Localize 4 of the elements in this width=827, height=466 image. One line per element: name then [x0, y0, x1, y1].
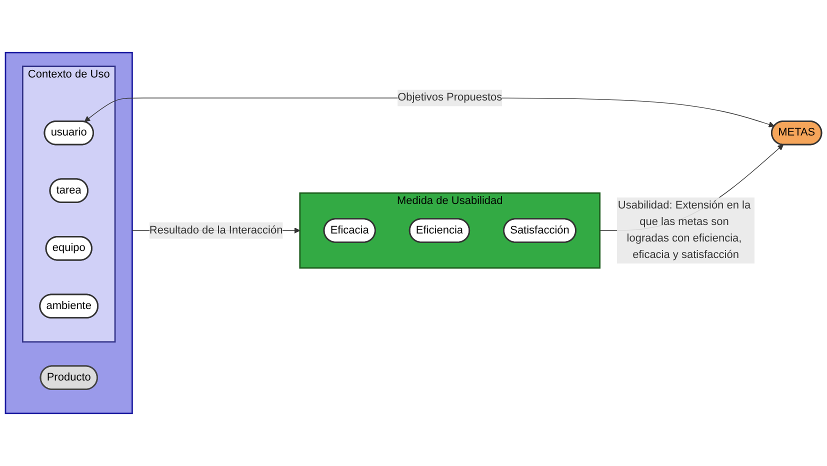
edge-label: Objetivos Propuestos [398, 92, 502, 104]
edge-label: Resultado de la Interacción [149, 224, 283, 236]
cluster [4, 52, 133, 414]
edge-label: Usabilidad: Extensión en la que las metas son logradas con eficiencia, eficacia y satisfacción [618, 200, 751, 261]
